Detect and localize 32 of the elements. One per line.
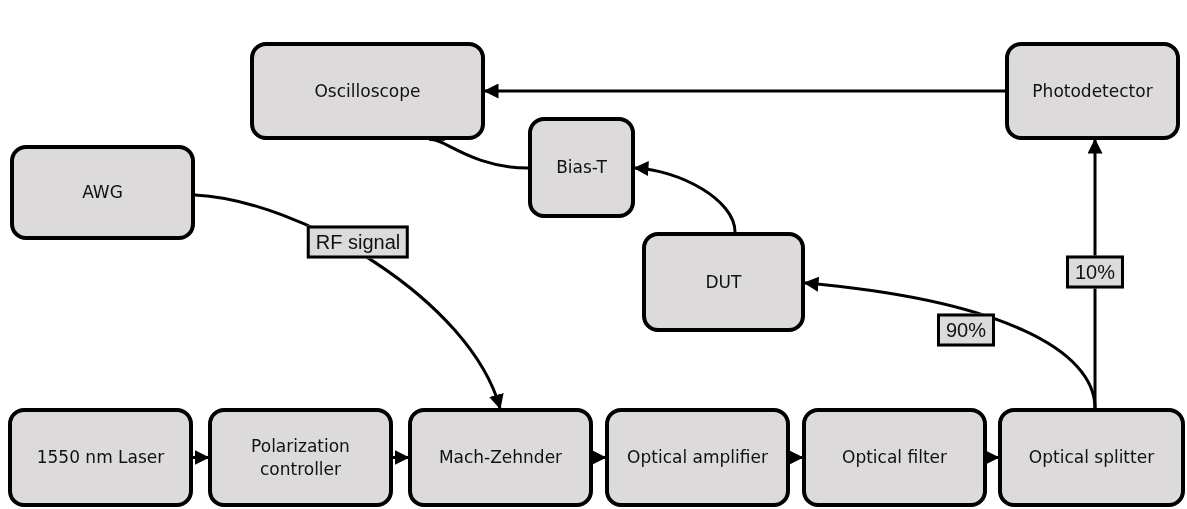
box-label: Optical splitter: [1028, 446, 1155, 469]
box-label: DUT: [705, 270, 742, 294]
process-box: [528, 117, 635, 218]
arrow: [803, 276, 1097, 409]
arrow: [483, 83, 1005, 99]
process-box: [8, 408, 193, 507]
edge-label: 90%: [937, 313, 995, 347]
arrow: [788, 450, 804, 465]
process-box: [250, 42, 485, 140]
box-label: Polarization controller: [250, 434, 351, 481]
process-box: [208, 408, 393, 507]
arrow: [193, 450, 210, 465]
process-box: [605, 408, 790, 507]
process-box: [10, 145, 195, 240]
box-label: Oscilloscope: [314, 79, 421, 103]
box-label: Mach-Zehnder: [438, 446, 563, 469]
process-box: [408, 408, 593, 507]
process-box: [1005, 42, 1180, 140]
process-box: [998, 408, 1185, 507]
edge-label: 10%: [1066, 255, 1124, 289]
arrow: [591, 450, 607, 465]
arrow: [633, 161, 737, 233]
process-box: [802, 408, 987, 507]
box-label: 1550 nm Laser: [36, 446, 165, 469]
box-label: Photodetector: [1032, 79, 1153, 103]
box-label: Optical amplifier: [627, 446, 768, 469]
box-label: AWG: [82, 181, 123, 204]
box-label: Optical filter: [842, 446, 947, 469]
arrow: [393, 450, 410, 465]
process-box: [642, 232, 805, 332]
edge-label: RF signal: [306, 225, 410, 259]
box-label: Bias-T: [556, 156, 607, 179]
